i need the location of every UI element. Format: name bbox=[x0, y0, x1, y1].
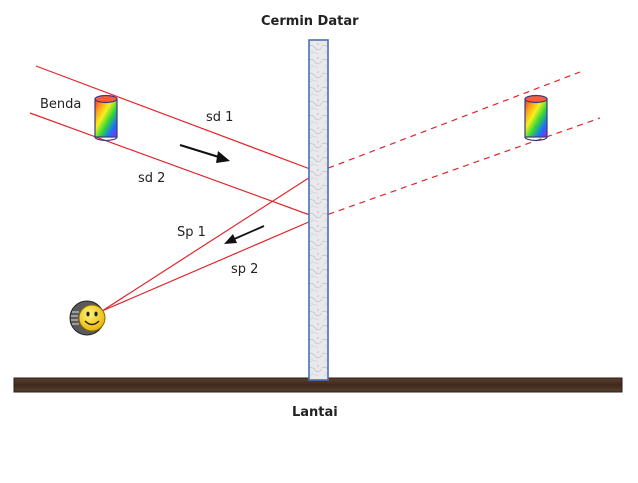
reflected-ray-2 bbox=[101, 217, 319, 312]
reflected-ray-1 bbox=[101, 171, 319, 312]
smiley-eye-icon bbox=[69, 300, 106, 336]
reflected-ray-2-label: sp 2 bbox=[231, 262, 259, 277]
virtual-ray-1 bbox=[317, 71, 581, 173]
plane-mirror bbox=[308, 39, 329, 381]
floor-label: Lantai bbox=[292, 405, 338, 420]
incident-ray-2-label: sd 2 bbox=[138, 171, 166, 186]
reflected-ray-1-label: Sp 1 bbox=[177, 225, 206, 240]
incident-ray-2 bbox=[29, 112, 319, 219]
mirror-title: Cermin Datar bbox=[261, 14, 359, 29]
rainbow-cylinder-icon bbox=[94, 94, 118, 142]
virtual-ray-2 bbox=[317, 117, 601, 219]
object-label: Benda bbox=[40, 97, 82, 112]
incident-ray-1 bbox=[35, 65, 319, 173]
rainbow-cylinder-image-icon bbox=[524, 94, 548, 142]
incident-ray-1-label: sd 1 bbox=[206, 110, 234, 125]
reflected-direction-arrow bbox=[224, 225, 265, 244]
incident-direction-arrow bbox=[179, 143, 230, 163]
